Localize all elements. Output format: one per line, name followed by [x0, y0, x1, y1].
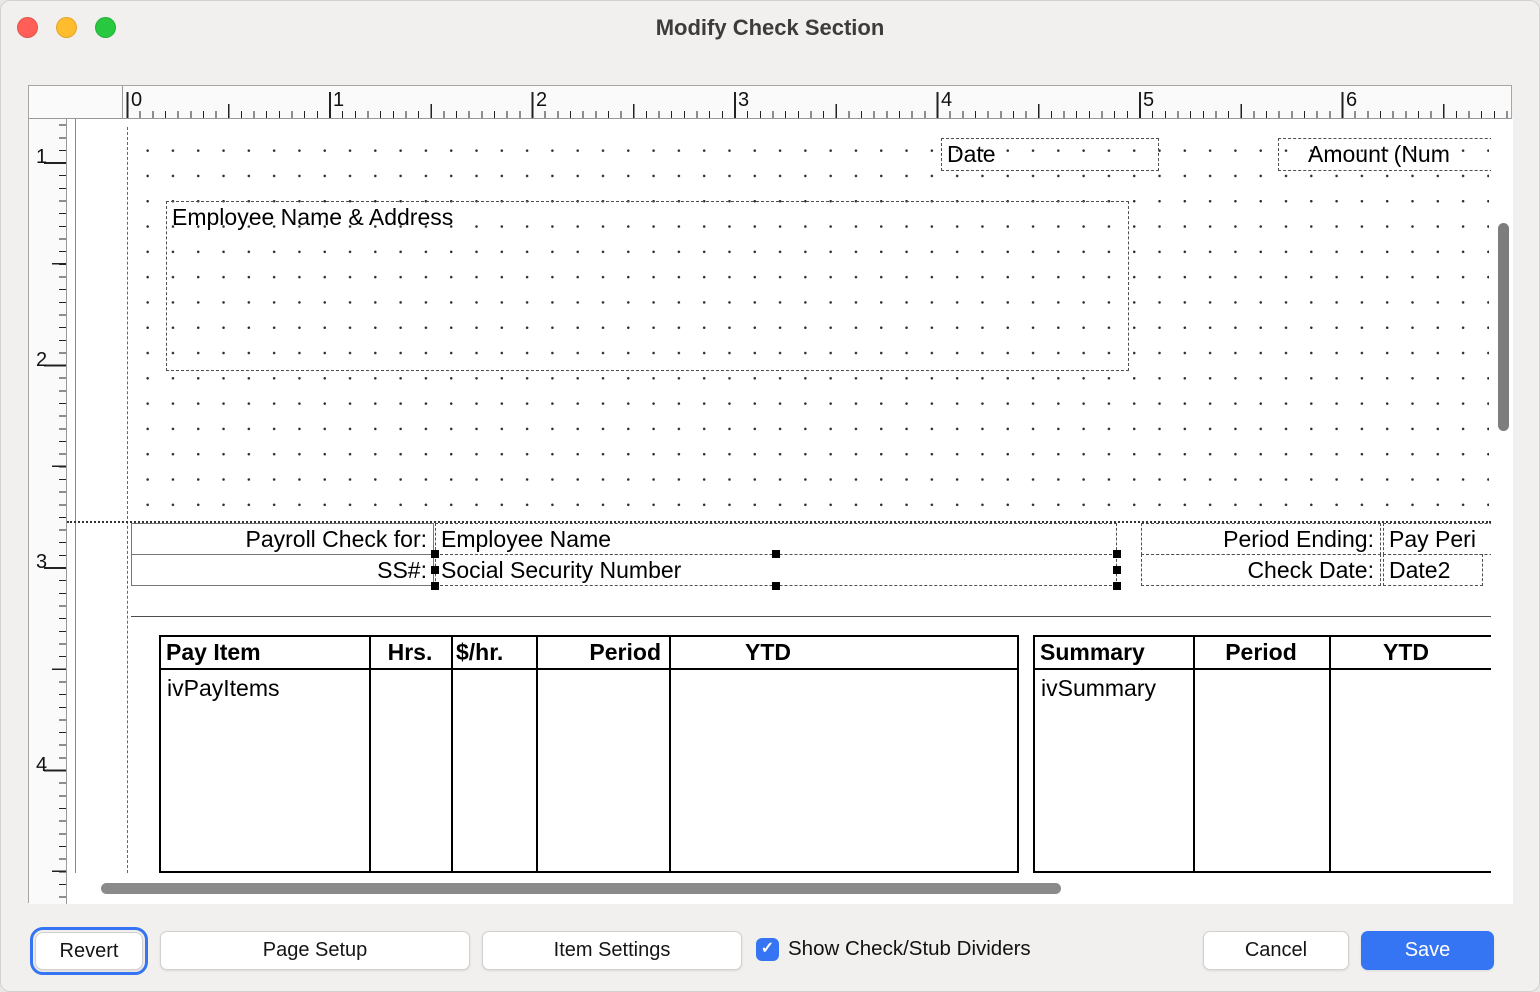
pay-table-header-cell: Hrs. — [387, 639, 433, 665]
horizontal-scrollbar-thumb[interactable] — [101, 883, 1061, 894]
pay-items-table[interactable]: Pay Item Hrs. $/hr. Period YTD ivPayItem… — [159, 635, 1019, 873]
selection-handle[interactable] — [1113, 582, 1121, 590]
pay-table-row: ivPayItems — [167, 675, 280, 701]
period-ending-label[interactable]: Period Ending: — [1141, 523, 1381, 555]
ss-number-label[interactable]: SS#: — [131, 554, 434, 586]
ruler-number: 3 — [36, 551, 48, 573]
page-setup-button[interactable]: Page Setup — [160, 931, 470, 970]
summary-table-header-cell: Summary — [1040, 639, 1145, 665]
pay-table-header-cell: Pay Item — [166, 639, 261, 665]
summary-table-row: ivSummary — [1041, 675, 1157, 701]
design-viewport: Date Amount (Num Employee Name & Address… — [67, 119, 1513, 904]
stub-separator-line — [131, 616, 1491, 617]
ruler-number: 3 — [738, 89, 750, 111]
date2-text: Date2 — [1389, 557, 1451, 583]
social-security-number-text: Social Security Number — [441, 557, 682, 583]
check-date-label[interactable]: Check Date: — [1141, 554, 1381, 586]
employee-name-address-field[interactable]: Employee Name & Address — [166, 201, 1129, 371]
ruler-number: 4 — [941, 89, 953, 111]
selection-handle[interactable] — [772, 550, 780, 558]
selection-handle[interactable] — [431, 582, 439, 590]
pay-table-header-cell: $/hr. — [456, 639, 504, 665]
payroll-check-for-text: Payroll Check for: — [245, 526, 427, 552]
show-dividers-row: ✓ Show Check/Stub Dividers — [756, 937, 1031, 961]
table-column-divider — [369, 637, 371, 871]
table-column-divider — [536, 637, 538, 871]
ruler-number: 5 — [1143, 89, 1155, 111]
summary-table[interactable]: Summary Period YTD ivSummary — [1033, 635, 1495, 873]
check-date-text: Check Date: — [1247, 557, 1374, 583]
traffic-lights — [17, 17, 116, 38]
checkmark-icon: ✓ — [760, 940, 775, 957]
employee-name-address-label: Employee Name & Address — [172, 204, 454, 230]
minimize-icon[interactable] — [56, 17, 77, 38]
ruler-number: 6 — [1346, 89, 1358, 111]
ruler-number: 1 — [333, 89, 345, 111]
window-title: Modify Check Section — [655, 15, 885, 40]
selection-handle[interactable] — [1113, 566, 1121, 574]
vertical-ruler: 1 2 3 4 — [29, 119, 67, 904]
table-column-divider — [1329, 637, 1331, 871]
date-field[interactable]: Date — [941, 138, 1159, 171]
ruler-corner — [29, 86, 123, 119]
table-column-divider — [451, 637, 453, 871]
payroll-check-for-label[interactable]: Payroll Check for: — [131, 523, 434, 555]
ss-number-text: SS#: — [377, 557, 427, 583]
layout-editor: 0 1 2 3 4 5 6 1 2 3 4 Date Amount (Num — [28, 85, 1513, 904]
ruler-number: 1 — [36, 146, 48, 168]
page-edge-line — [75, 119, 76, 881]
pay-table-header: Pay Item Hrs. $/hr. Period YTD — [161, 637, 1017, 670]
page-margin-line — [127, 127, 128, 873]
selection-handle[interactable] — [431, 566, 439, 574]
table-column-divider — [1193, 637, 1195, 871]
horizontal-ruler: 0 1 2 3 4 5 6 — [123, 86, 1511, 119]
ruler-number: 4 — [36, 754, 48, 776]
period-ending-text: Period Ending: — [1223, 526, 1374, 552]
show-dividers-label: Show Check/Stub Dividers — [788, 937, 1031, 960]
pay-period-text: Pay Peri — [1389, 526, 1476, 552]
employee-name-text: Employee Name — [441, 526, 612, 552]
item-settings-button[interactable]: Item Settings — [482, 931, 742, 970]
ruler-number: 0 — [131, 89, 143, 111]
selection-handle[interactable] — [1113, 550, 1121, 558]
close-icon[interactable] — [17, 17, 38, 38]
selection-handle[interactable] — [431, 550, 439, 558]
save-button[interactable]: Save — [1361, 931, 1494, 970]
table-column-divider — [669, 637, 671, 871]
selection-handle[interactable] — [772, 582, 780, 590]
summary-table-header: Summary Period YTD — [1035, 637, 1493, 670]
summary-table-header-cell: Period — [1225, 639, 1297, 665]
titlebar: Modify Check Section — [0, 0, 1540, 55]
summary-table-header-cell: YTD — [1383, 639, 1429, 665]
ruler-number: 2 — [536, 89, 548, 111]
amount-field[interactable]: Amount (Num — [1278, 138, 1513, 171]
vertical-scrollbar-thumb[interactable] — [1498, 223, 1509, 431]
check-stub-divider-line — [67, 521, 1491, 523]
pay-table-header-cell: YTD — [745, 639, 791, 665]
amount-field-label: Amount (Num — [1308, 141, 1450, 167]
date-field-label: Date — [947, 141, 996, 167]
ruler-number: 2 — [36, 349, 48, 371]
zoom-icon[interactable] — [95, 17, 116, 38]
revert-button[interactable]: Revert — [30, 927, 148, 975]
show-dividers-checkbox[interactable]: ✓ — [756, 937, 779, 961]
pay-table-header-cell: Period — [589, 639, 661, 665]
date2-field[interactable]: Date2 — [1383, 554, 1483, 586]
dot-grid — [128, 129, 1489, 522]
cancel-button[interactable]: Cancel — [1203, 931, 1349, 970]
